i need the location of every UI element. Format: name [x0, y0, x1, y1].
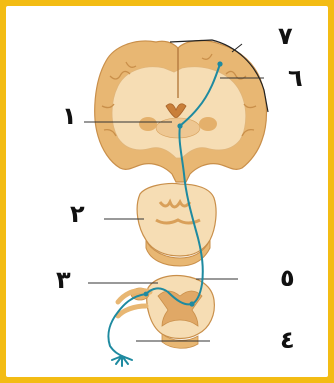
label-5: ٥ [280, 266, 295, 290]
cortex-sector-tick [232, 44, 242, 52]
label-6: ٦ [288, 66, 303, 90]
node-thalamus [177, 123, 182, 128]
basal-ganglia-right [199, 117, 217, 131]
label-7: ٧ [278, 24, 293, 48]
label-4: ٤ [280, 328, 295, 352]
neural-pathway-diagram [6, 6, 328, 377]
spinal-cord-section [118, 276, 214, 349]
brainstem-section [137, 183, 216, 266]
label-2: ٢ [70, 202, 85, 226]
node-spinal [189, 301, 194, 306]
node-cortex [217, 61, 222, 66]
pathway-peripheral-nerve [108, 294, 146, 356]
internal-capsule-region [156, 118, 200, 138]
figure-panel: ١ ٢ ٣ ٤ ٥ ٦ ٧ [6, 6, 328, 377]
label-1: ١ [62, 104, 77, 128]
label-3: ٣ [56, 268, 71, 292]
pathway-receptor-endings [112, 356, 132, 366]
basal-ganglia-left [139, 117, 157, 131]
node-ganglion [144, 292, 149, 297]
